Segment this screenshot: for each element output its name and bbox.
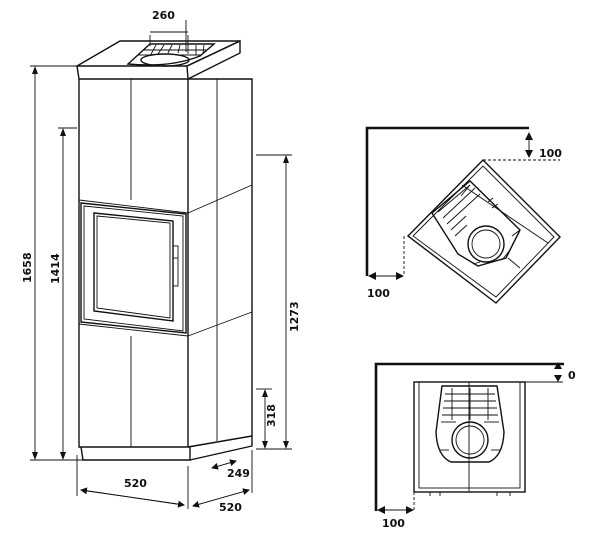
corner-side-clearance-dim: 100 <box>367 272 404 300</box>
dim-door-top-height-label: 1414 <box>49 253 62 284</box>
wall-grate-icon <box>435 385 505 463</box>
stove-top-cap <box>76 39 241 80</box>
stove-base <box>80 436 253 461</box>
wall-installation-plan: 0 100 <box>374 362 576 530</box>
wall-back-clearance-label: 0 <box>568 369 576 382</box>
dim-side-height-label: 1273 <box>288 301 301 332</box>
dimension-lower-height: 318 <box>256 388 278 449</box>
corner-back-clearance-label: 100 <box>539 147 562 160</box>
door-handle-icon <box>172 245 179 287</box>
corner-grate-icon <box>431 180 521 269</box>
top-grate-icon <box>126 43 216 67</box>
dim-front-width-label: 520 <box>124 477 147 490</box>
dimension-front-width: 520 <box>76 455 189 509</box>
dim-top-opening-label: 260 <box>152 9 175 22</box>
dim-total-height-label: 1658 <box>21 252 34 283</box>
dimension-base-offset: 249 <box>211 459 250 480</box>
dimension-door-top-height: 1414 <box>49 127 77 460</box>
dimension-top-opening: 260 <box>149 9 189 52</box>
dim-lower-height-label: 318 <box>265 404 278 427</box>
wall-side-clearance-dim: 100 <box>377 506 414 530</box>
dimension-side-depth: 520 <box>192 450 253 514</box>
corner-side-clearance-label: 100 <box>367 287 390 300</box>
wall-side-clearance-label: 100 <box>382 517 405 530</box>
wall-stove-footprint <box>413 381 526 496</box>
dim-base-offset-label: 249 <box>227 467 250 480</box>
stove-door <box>80 202 187 334</box>
corner-stove-footprint <box>406 159 561 304</box>
corner-back-clearance-dim: 100 <box>525 132 562 160</box>
corner-installation-plan: 100 100 <box>365 126 562 304</box>
dimension-total-height: 1658 <box>21 65 83 461</box>
dim-side-depth-label: 520 <box>219 501 242 514</box>
wall-back-clearance-dim: 0 <box>525 362 576 383</box>
dimension-side-height: 1273 <box>256 154 301 450</box>
stove-front-view <box>76 39 253 461</box>
